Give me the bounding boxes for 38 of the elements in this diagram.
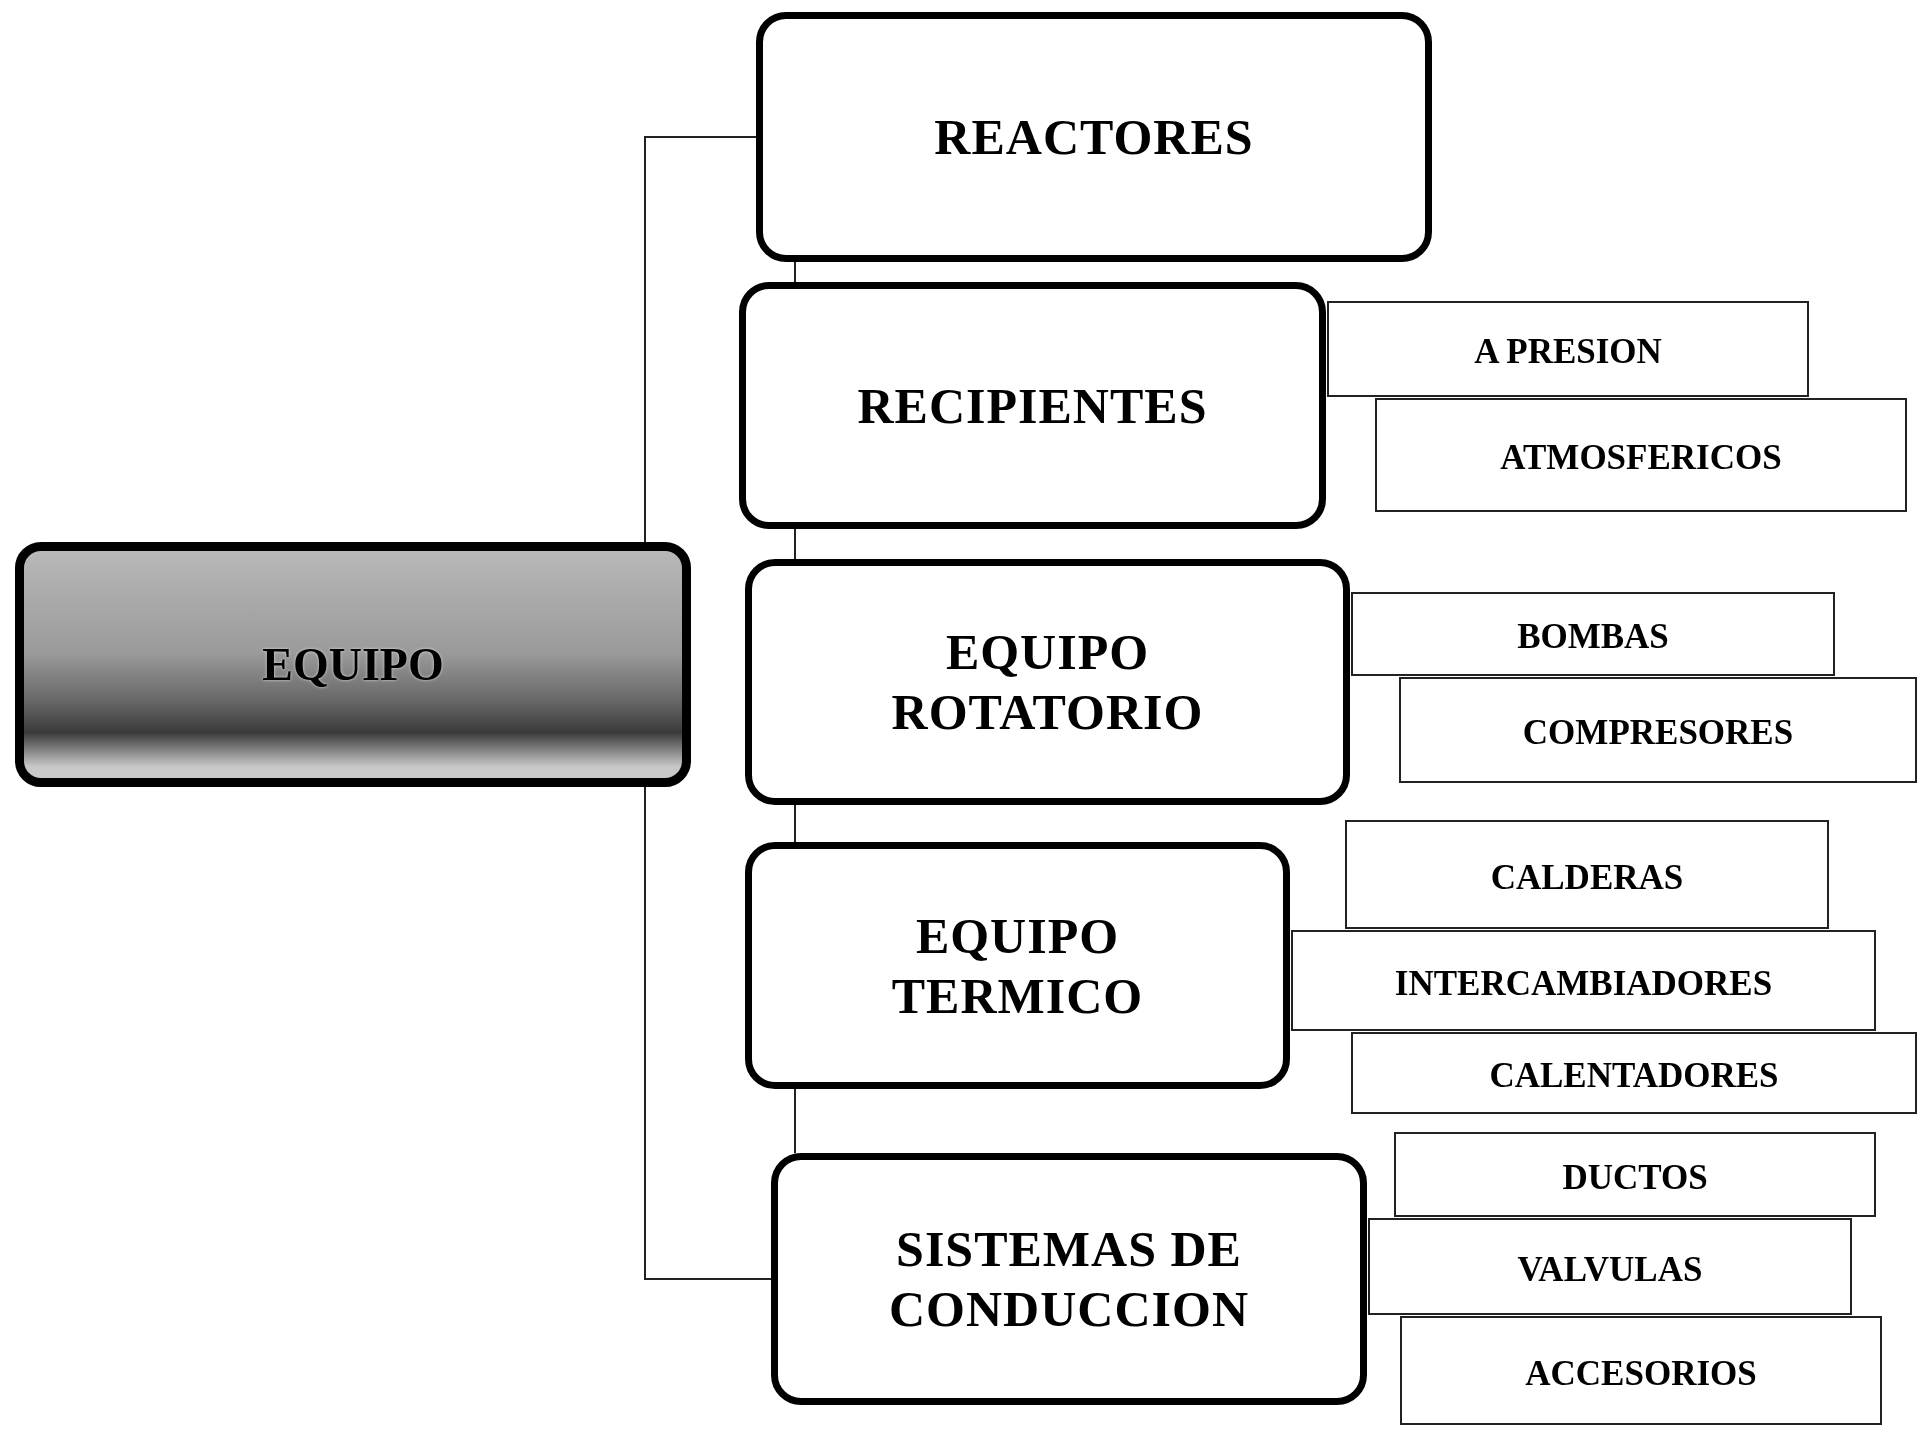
connector-line — [794, 1088, 796, 1154]
box-label: CALENTADORES — [1489, 1056, 1779, 1095]
box-label: ACCESORIOS — [1525, 1353, 1757, 1393]
subcategory-box — [1375, 398, 1907, 512]
box-label: SISTEMAS DE CONDUCCION — [889, 1221, 1249, 1337]
subcategory-box — [1368, 1218, 1852, 1315]
category-box — [771, 1153, 1367, 1405]
connector-line — [644, 786, 772, 1280]
box-label: DUCTOS — [1562, 1157, 1708, 1197]
box-label: VALVULAS — [1517, 1249, 1703, 1289]
connector-line — [644, 136, 757, 543]
connector-line — [794, 528, 796, 560]
box-label: BOMBAS — [1517, 617, 1669, 656]
box-label: ATMOSFERICOS — [1500, 438, 1782, 477]
box-label: A PRESION — [1474, 332, 1662, 371]
box-label: INTERCAMBIADORES — [1394, 963, 1773, 1003]
subcategory-box — [1291, 930, 1876, 1031]
category-box — [739, 282, 1326, 529]
connector-line — [794, 804, 796, 843]
subcategory-box — [1351, 1032, 1917, 1114]
subcategory-box — [1394, 1132, 1876, 1217]
box-label: EQUIPO — [262, 639, 444, 690]
topic-box — [15, 542, 691, 787]
subcategory-box — [1399, 677, 1917, 783]
category-box — [745, 559, 1350, 805]
box-label: EQUIPO ROTATORIO — [891, 624, 1204, 740]
subcategory-box — [1351, 592, 1835, 676]
box-label: EQUIPO TERMICO — [891, 907, 1144, 1024]
box-label: COMPRESORES — [1522, 713, 1794, 752]
box-label: RECIPIENTES — [857, 377, 1208, 434]
box-label: REACTORES — [934, 109, 1254, 165]
subcategory-box — [1327, 301, 1809, 397]
subcategory-box — [1400, 1316, 1882, 1425]
subcategory-box — [1345, 820, 1829, 929]
category-box — [756, 12, 1432, 262]
box-label: CALDERAS — [1490, 857, 1684, 897]
category-box — [745, 842, 1290, 1089]
connector-line — [794, 261, 796, 283]
